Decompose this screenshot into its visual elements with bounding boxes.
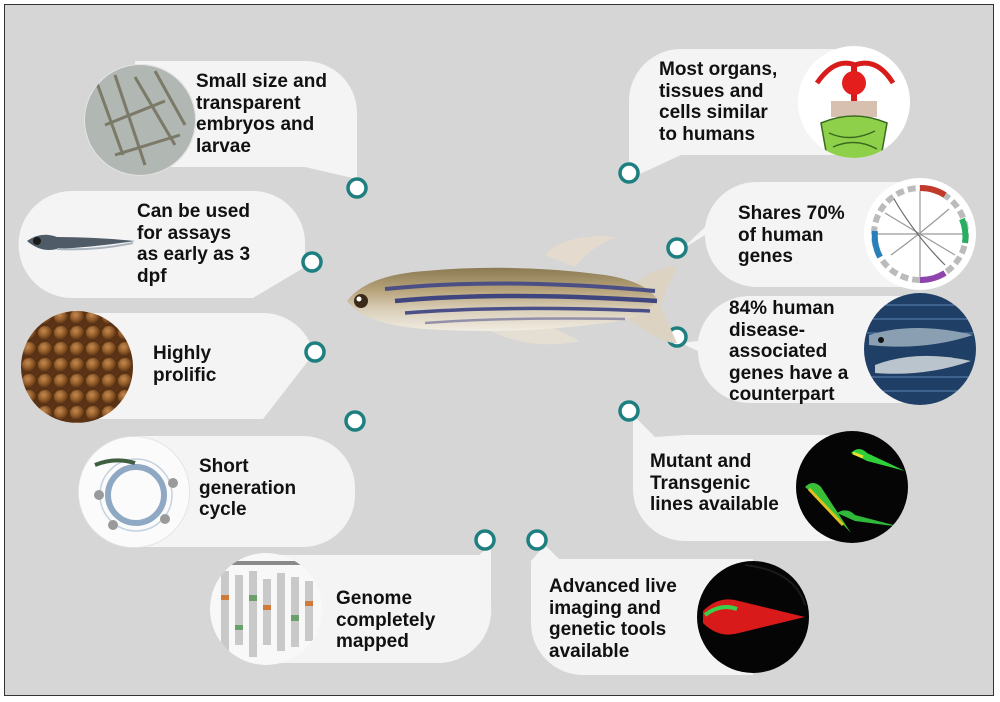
label-organs: Most organs, tissues and cells similar t… — [659, 59, 778, 145]
bubble-genome — [266, 545, 492, 664]
label-small-size: Small size and transparent embryos and l… — [196, 71, 327, 157]
label-disease: 84% human disease- associated genes have… — [729, 298, 849, 405]
bubble-early-assays — [18, 191, 305, 298]
zebrafish-icon — [347, 236, 677, 345]
bubble-organs — [629, 49, 854, 179]
bubble-genes — [681, 181, 920, 287]
node-imaging — [526, 529, 548, 551]
node-generation — [344, 410, 366, 432]
live-imaging-icon — [697, 561, 809, 673]
larva-icon — [27, 234, 135, 251]
node-genes — [666, 237, 688, 259]
label-imaging: Advanced live imaging and genetic tools … — [549, 576, 677, 662]
bubble-small-size — [135, 61, 357, 179]
fluorescent-fish-icon — [796, 431, 908, 543]
connector-nodes — [301, 162, 688, 551]
eggs-icon — [21, 311, 133, 423]
genome-map-icon — [210, 553, 322, 665]
node-small-size — [346, 177, 368, 199]
label-early-assays: Can be used for assays as early as 3 dpf — [137, 201, 251, 287]
label-generation: Short generation cycle — [199, 456, 297, 520]
diagram-frame: Small size and transparent embryos and l… — [4, 4, 994, 696]
life-cycle-icon — [78, 436, 190, 548]
bubble-prolific — [77, 313, 315, 419]
node-prolific — [304, 341, 326, 363]
label-genes: Shares 70% of human genes — [738, 203, 845, 267]
bubble-imaging — [531, 545, 753, 675]
circos-plot-icon — [864, 178, 976, 290]
organs-icon — [798, 46, 910, 158]
larvae-photo-icon — [84, 64, 196, 176]
bubble-generation — [134, 421, 355, 547]
bubble-disease — [681, 295, 920, 403]
node-organs — [618, 162, 640, 184]
label-genome: Genome completely mapped — [336, 588, 436, 652]
label-prolific: Highly prolific — [153, 343, 217, 386]
label-mutant: Mutant and Transgenic lines available — [650, 451, 779, 515]
node-early-assays — [301, 251, 323, 273]
disease-genes-icon — [864, 293, 976, 405]
node-mutant — [618, 400, 640, 422]
bubble-mutant — [633, 415, 852, 541]
node-genome — [474, 529, 496, 551]
diagram-canvas — [18, 46, 976, 675]
